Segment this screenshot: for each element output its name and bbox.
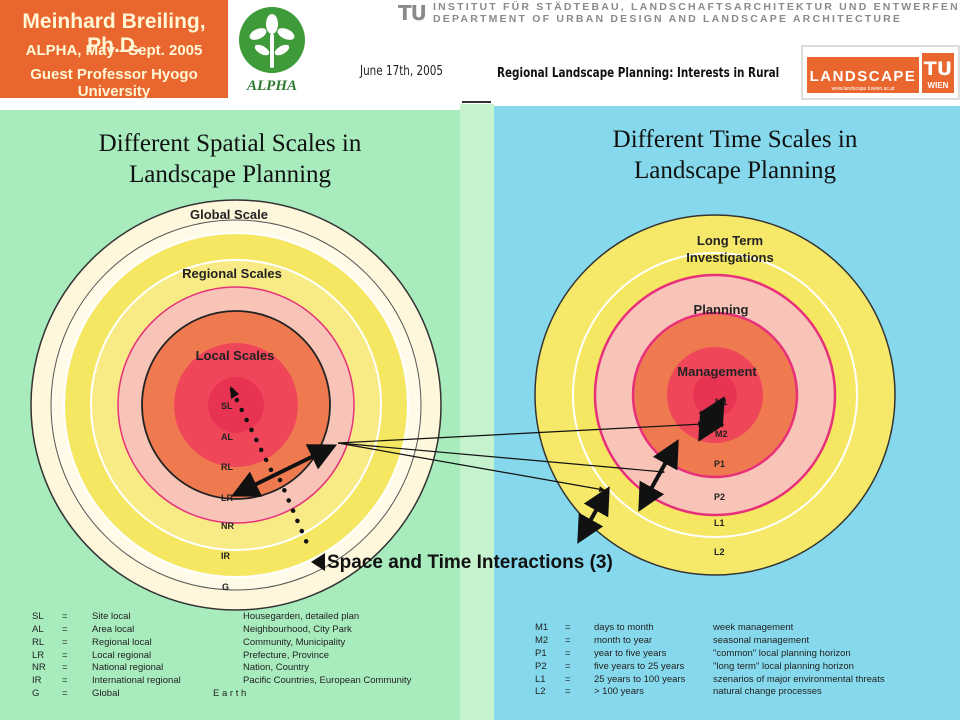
legend-code: IR [32,675,42,686]
label-regional-scales: Regional Scales [182,266,282,281]
code-rl: RL [221,462,233,472]
header-rule [462,101,491,103]
code-lr: LR [221,493,233,503]
label-local-scales: Local Scales [196,348,275,363]
legend-code: SL [32,611,44,622]
tu-institute-mark: TU [398,1,427,25]
label-planning: Planning [694,302,749,317]
code-p1: P1 [714,459,725,469]
legend-eq: = [62,675,68,686]
spatial-title-line1: Different Spatial Scales in [98,130,362,157]
alpha-logo-text: ALPHA [246,78,297,94]
dotted-connector-head [230,386,239,399]
fan-line-long-term [337,442,606,493]
interaction-label: Space and Time Interactions (3) [327,552,613,573]
legend-name: National regional [92,662,164,673]
badge-role: Guest Professor Hyogo University [30,66,198,100]
ring-site [208,377,264,433]
legend-name: Global [92,688,120,699]
tu-mark: TU [924,58,952,80]
landscape-logo-word: LANDSCAPE [810,68,917,85]
legend-example: Housegarden, detailed plan [243,611,360,622]
legend-example: Prefecture, Province [243,650,330,661]
code-m2: M2 [715,429,728,439]
landscape-tu-wien-logo: LANDSCAPE www.landscape.tuwien.ac.at TU … [801,45,960,100]
panel-gap [460,104,494,720]
time-title: Different Time Scales in Landscape Plann… [535,124,935,186]
legend-name: Site local [92,611,131,622]
landscape-logo-url: www.landscape.tuwien.ac.at [832,86,895,92]
author-badge: Meinhard Breiling, Ph.D. ALPHA, May - Se… [0,0,228,100]
institute-name-german: INSTITUT FÜR STÄDTEBAU, LANDSCHAFTSARCHI… [433,1,960,13]
alpha-logo: ALPHA [239,7,305,94]
label-global-scale: Global Scale [190,207,268,222]
tu-city: WIEN [928,81,949,90]
code-nr: NR [221,521,234,531]
spatial-range-arrow [230,444,338,497]
legend-name: International regional [92,675,181,686]
legend-eq: = [62,624,68,635]
interaction-pointer [311,553,325,571]
label-long-term: Long Term [697,233,763,248]
legend-eq: = [62,688,68,699]
fan-line-management [337,421,705,444]
spatial-legend: SL = Site local Housegarden, detailed pl… [0,0,460,720]
legend-name: Area local [92,624,135,635]
institute-name-english: DEPARTMENT OF URBAN DESIGN AND LANDSCAPE… [433,13,903,25]
code-sl: SL [221,401,233,411]
legend-name: Local regional [92,650,152,661]
legend-code: AL [32,624,44,635]
code-l2: L2 [714,547,725,557]
legend-code: RL [32,637,45,648]
legend-name: Regional local [92,637,152,648]
legend-example: E a r t h [213,688,247,699]
fan-line-planning [337,442,666,475]
spatial-title-line2: Landscape Planning [128,161,332,188]
code-p2: P2 [714,492,725,502]
badge-program: ALPHA, May - Sept. 2005 [25,42,203,59]
spatial-title: Different Spatial Scales in Landscape Pl… [30,128,430,190]
badge-name: Meinhard Breiling, Ph.D. [22,10,206,57]
code-g: G [222,582,229,592]
legend-example: Pacific Countries, European Community [243,675,412,686]
legend-code: G [32,688,40,699]
legend-eq: = [62,611,68,622]
label-management: Management [677,364,757,379]
time-title-line1: Different Time Scales in [612,126,858,153]
time-title-line2: Landscape Planning [633,157,837,184]
time-arrow-long-term [577,486,610,544]
time-arrow-management [698,396,725,442]
slide-date: June 17th, 2005 [360,64,443,79]
legend-eq: = [62,662,68,673]
legend-code: NR [32,662,46,673]
legend-example: Nation, Country [243,662,310,673]
legend-example: Community, Municipality [243,637,346,648]
slide-topic: Regional Landscape Planning: Interests i… [497,66,780,81]
legend-eq: = [62,650,68,661]
code-ir: IR [221,551,231,561]
code-al: AL [221,432,233,442]
code-l1: L1 [714,518,725,528]
legend-code: LR [32,650,45,661]
time-arrow-planning [638,439,679,512]
legend-example: Neighbourhood, City Park [243,624,352,635]
label-investigations: Investigations [686,250,773,265]
legend-eq: = [62,637,68,648]
